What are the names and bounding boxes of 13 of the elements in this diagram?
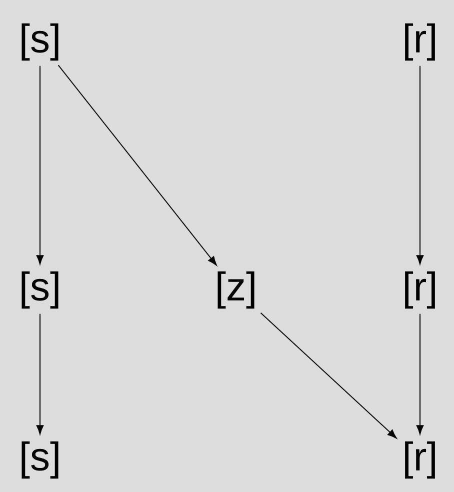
node-label: [r] bbox=[405, 23, 435, 61]
arrow bbox=[36, 65, 44, 265]
arrow bbox=[58, 64, 217, 266]
arrow bbox=[416, 65, 424, 265]
node-label: [z] bbox=[218, 271, 254, 309]
arrow bbox=[36, 313, 44, 435]
node-label: [r] bbox=[405, 271, 435, 309]
node-label: [s] bbox=[22, 441, 58, 479]
node-label: [s] bbox=[22, 23, 58, 61]
arrow bbox=[260, 312, 397, 439]
node-label: [s] bbox=[22, 271, 58, 309]
arrow bbox=[416, 313, 424, 435]
node-label: [r] bbox=[405, 441, 435, 479]
